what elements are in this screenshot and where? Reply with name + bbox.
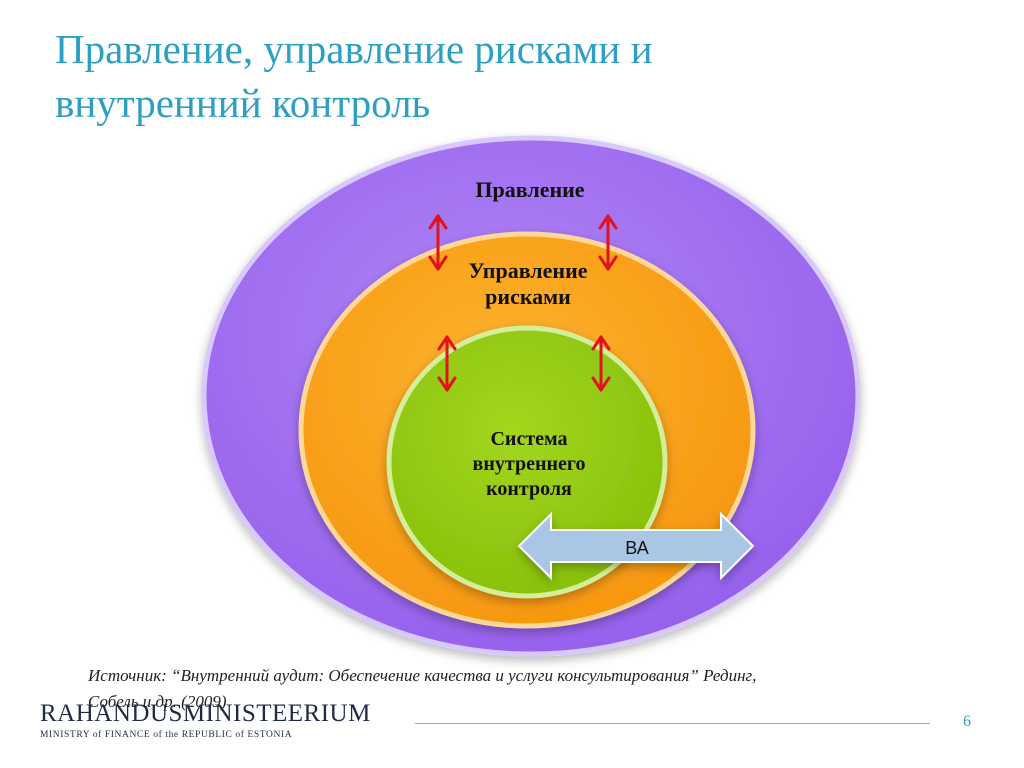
outer-label: Правление [475,177,584,202]
internal-audit-arrow-shape [517,511,755,581]
logo-main-text: RAHANDUSMINISTEERIUM [40,700,371,727]
middle-label-line-1: Управление [468,258,587,283]
internal-audit-arrow-label: ВА [625,538,648,558]
logo-sub-text: MINISTRY of FINANCE of the REPUBLIC of E… [40,730,293,740]
interaction-arrow-governance-left [428,214,448,271]
interaction-arrow-risk-left [437,335,457,392]
ministry-logo: RAHANDUSMINISTEERIUM MINISTRY of FINANCE… [40,700,371,741]
inner-label-line-1: Система [490,428,567,450]
title-line-1: Правление, управление рисками и [55,26,653,72]
inner-label-line-2: внутреннего [473,453,586,475]
title-line-2: внутренний контроль [55,80,431,126]
interaction-arrow-risk-right [591,335,611,392]
page-number: 6 [963,713,971,730]
source-line-2: Собель и др. (2009) [88,692,227,711]
inner-label-line-3: контроля [486,478,572,500]
source-citation: Источник: “Внутренний аудит: Обеспечение… [88,663,988,715]
slide-title: Правление, управление рисками и внутренн… [55,22,955,130]
middle-label-line-2: рисками [485,284,571,309]
source-line-1: Источник: “Внутренний аудит: Обеспечение… [88,666,757,685]
interaction-arrow-governance-right [598,214,618,271]
footer-divider [415,723,930,724]
